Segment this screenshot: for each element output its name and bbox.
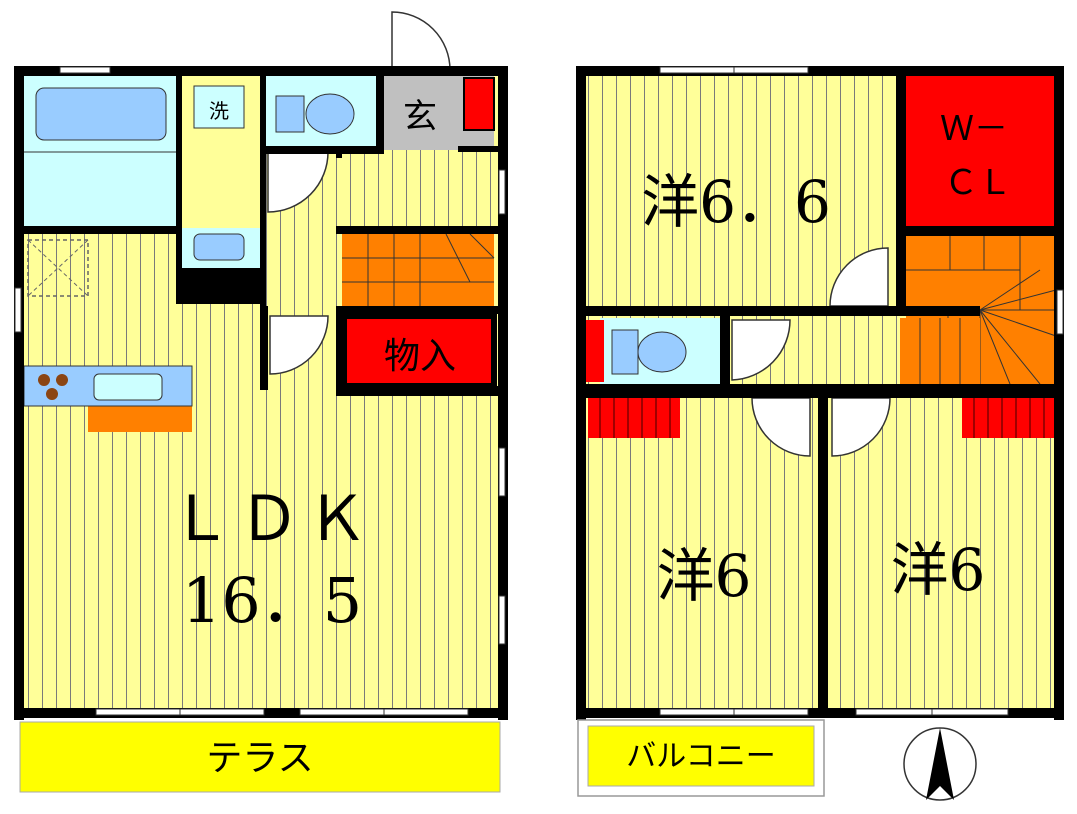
washer-label: 洗 [209, 99, 229, 123]
ldk-label: ＬＤＫ [170, 482, 374, 555]
terrace-label: テラス [206, 738, 313, 779]
washer-space [193, 85, 245, 129]
stairs-1f [342, 234, 494, 306]
balcony [587, 725, 815, 787]
room-top-label: 洋6．6 [641, 168, 831, 236]
storage-label: 物入 [384, 336, 456, 377]
entrance-label: 玄 [403, 97, 437, 137]
closet-left [588, 398, 680, 438]
wcl-label-line2: ＣＬ [944, 163, 1012, 203]
floor-2: Ｗ－ ＣＬ [576, 66, 1064, 801]
sink-icon [193, 233, 245, 261]
toilet-icon [305, 93, 355, 135]
shoe-cabinet [463, 77, 495, 131]
north-arrow-icon [903, 727, 977, 801]
closet-right [962, 398, 1054, 438]
walk-in-closet [906, 76, 1054, 226]
toilet-2f-icon [637, 331, 687, 373]
kitchen-sink-icon [93, 373, 163, 401]
room-right-label: 洋6 [891, 536, 986, 604]
ldk-size: 16．5 [182, 564, 362, 637]
storage-hatch [27, 239, 89, 297]
bathtub-icon [35, 87, 167, 141]
terrace [19, 721, 501, 793]
entrance-door [391, 11, 451, 71]
balcony-label: バルコニー [626, 739, 775, 774]
room-left-label: 洋6 [657, 542, 752, 610]
floor-1: 洗 玄 物入 [14, 11, 508, 793]
kitchen-counter [88, 404, 192, 432]
wcl-label-line1: Ｗ－ [940, 109, 1008, 149]
